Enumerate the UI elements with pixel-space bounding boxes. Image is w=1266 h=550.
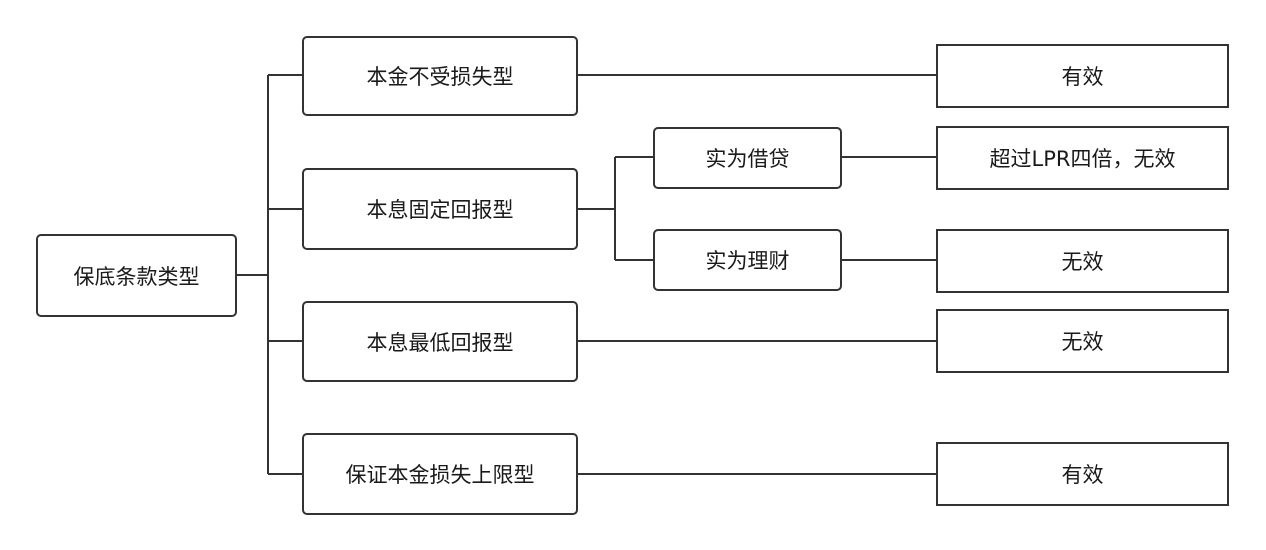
result-node: 有效: [936, 442, 1229, 506]
subtype-label: 实为借贷: [705, 147, 790, 171]
result-node: 无效: [936, 229, 1229, 293]
result-label: 无效: [1061, 330, 1104, 354]
result-label: 有效: [1061, 65, 1104, 89]
type-label: 保证本金损失上限型: [345, 463, 535, 487]
type-label: 本息最低回报型: [366, 330, 514, 355]
result-node: 有效: [936, 44, 1229, 108]
type-label: 本金不受损失型: [366, 65, 514, 89]
result-label: 无效: [1061, 250, 1104, 274]
result-label: 超过LPR四倍，无效: [989, 147, 1176, 171]
result-label: 有效: [1061, 463, 1104, 487]
subtype-node-loan: 实为借贷: [653, 127, 842, 189]
subtype-label: 实为理财: [705, 249, 790, 273]
type-node-principal-protected: 本金不受损失型: [302, 36, 578, 116]
type-node-fixed-return: 本息固定回报型: [302, 168, 578, 250]
type-label: 本息固定回报型: [366, 198, 514, 222]
root-label: 保底条款类型: [73, 264, 200, 289]
type-node-loss-cap: 保证本金损失上限型: [302, 433, 578, 515]
result-node: 超过LPR四倍，无效: [936, 126, 1229, 190]
result-node: 无效: [936, 309, 1229, 373]
root-node: 保底条款类型: [36, 234, 237, 317]
subtype-node-wealth-management: 实为理财: [653, 229, 842, 291]
type-node-minimum-return: 本息最低回报型: [302, 301, 578, 382]
